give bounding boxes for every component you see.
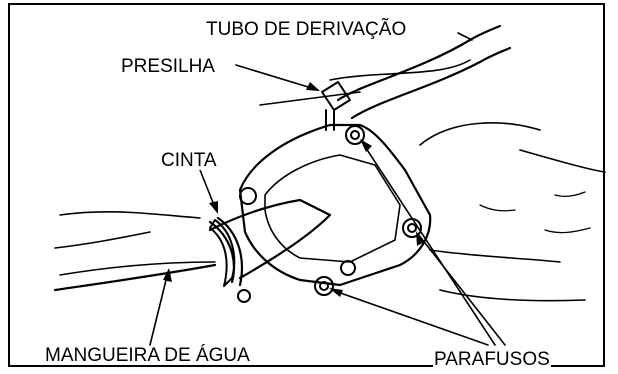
outlet-neck (208, 198, 332, 280)
label-band: CINTA (160, 150, 218, 171)
leader-bolt-3 (331, 289, 489, 346)
engine-block-outline-right (419, 122, 606, 302)
arrow-bolt-3 (329, 288, 343, 297)
leader-bolt-1 (361, 141, 496, 346)
band-clamp (209, 219, 236, 287)
leader-clip (235, 64, 319, 91)
arrow-water-hose (163, 268, 172, 282)
arrow-bolt-1 (360, 139, 372, 152)
diagram-frame (8, 3, 605, 367)
band-clamp-screw (237, 289, 251, 303)
housing-inner (264, 154, 401, 263)
arrow-clip (306, 82, 320, 91)
bolts-group (239, 125, 422, 296)
label-clip: PRESILHA (120, 56, 216, 77)
leader-bolt-2 (417, 233, 506, 346)
arrow-bolt-2 (416, 231, 424, 246)
clip-shape (321, 81, 351, 111)
leader-water-hose (149, 271, 169, 346)
label-bolts: PARAFUSOS (433, 349, 551, 370)
engine-block-small-features (479, 191, 591, 234)
label-bypass-tube: TUBO DE DERIVAÇÃO (205, 19, 408, 40)
arrow-band (209, 201, 218, 214)
label-water-hose: MANGUEIRA DE ÁGUA (44, 345, 251, 366)
bypass-tube (336, 24, 512, 120)
housing-body (238, 123, 432, 287)
leader-bypass-tube (457, 32, 473, 41)
engine-block-outline (54, 210, 216, 276)
